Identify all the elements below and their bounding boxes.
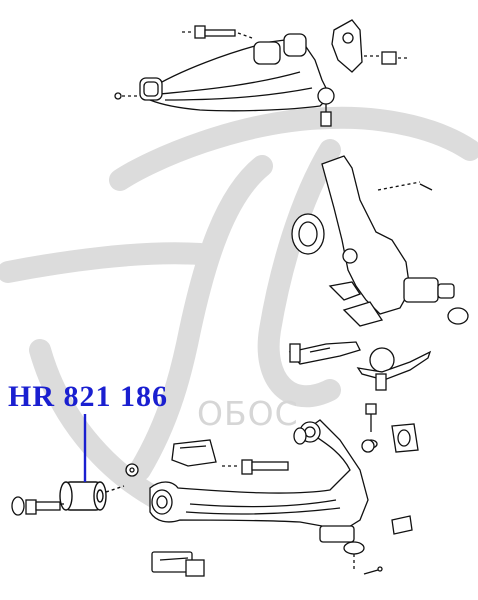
washer-icon xyxy=(391,423,419,453)
washer-icon xyxy=(125,439,375,477)
bolt-icon xyxy=(182,25,253,39)
bushing-icon xyxy=(59,481,125,511)
cotter-pin-icon xyxy=(363,515,413,575)
control-arm-icon xyxy=(149,419,369,570)
bracket-icon xyxy=(288,341,361,365)
bolt-icon xyxy=(222,427,307,475)
watermark-text: ОБОС xyxy=(197,394,299,433)
part-number-label: HR 821 186 xyxy=(8,380,168,413)
bracket-icon xyxy=(151,439,217,577)
bolt-icon xyxy=(11,496,64,516)
bracket-icon xyxy=(331,19,410,73)
ball-joint-icon xyxy=(356,347,432,391)
upper-control-arm xyxy=(114,33,335,127)
steering-knuckle-icon xyxy=(291,155,469,327)
